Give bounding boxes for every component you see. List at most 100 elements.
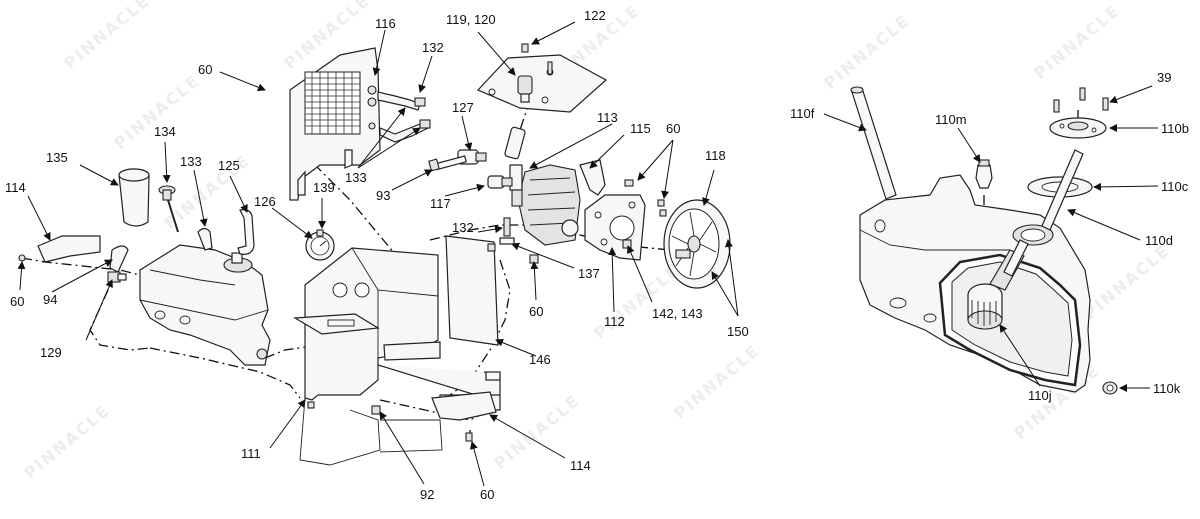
- callout-label: 127: [452, 100, 474, 115]
- assembly-path: [149, 347, 301, 399]
- pressure-gauge-139: [305, 229, 335, 261]
- callout-label: 110c: [1161, 179, 1189, 194]
- callout-label: 139: [313, 180, 335, 195]
- watermark-text: PINNACLE: [1080, 241, 1173, 324]
- callout-label: 150: [727, 324, 749, 339]
- screw: [371, 405, 381, 415]
- callout-label: 60: [480, 487, 494, 502]
- callout-label: 114: [570, 458, 591, 473]
- watermark-text: PINNACLE: [670, 341, 763, 424]
- screw: [547, 61, 553, 75]
- assembly-path: [21, 257, 141, 276]
- radiator-shroud: [289, 47, 381, 201]
- screw: [487, 243, 496, 252]
- valve-part: [517, 75, 533, 103]
- bolt-93: [428, 155, 467, 172]
- watermark-text: PINNACLE: [820, 11, 913, 94]
- bracket-tab: [485, 371, 501, 381]
- dipstick-134: [158, 185, 179, 233]
- callout-label: 110d: [1145, 233, 1173, 248]
- screw: [1079, 87, 1086, 101]
- callout-label: 132: [422, 40, 444, 55]
- screw: [1102, 97, 1109, 111]
- callout-label: 60: [10, 294, 24, 309]
- callout-label: 110m: [935, 112, 967, 127]
- callout-label: 129: [40, 345, 62, 360]
- screw: [465, 432, 473, 442]
- fitting-117: [487, 175, 513, 189]
- callout-label: 110j: [1028, 388, 1052, 403]
- callout-label: 146: [529, 352, 551, 367]
- watermark-text: PINNACLE: [1030, 1, 1123, 84]
- callout-label: 133: [345, 170, 367, 185]
- screw: [503, 217, 511, 237]
- screw: [1053, 99, 1060, 113]
- cap-110b: [1049, 117, 1107, 139]
- tank-assembly: [850, 86, 1118, 395]
- pump-assembly: [504, 126, 581, 246]
- filter-135: [118, 168, 150, 227]
- callout-label: 135: [46, 150, 68, 165]
- watermark-text: PINNACLE: [110, 71, 203, 154]
- mounting-plate-112: [584, 194, 646, 261]
- leader-lines: [17, 21, 1159, 487]
- callout-label: 111: [241, 446, 261, 461]
- callout-label: 113: [597, 110, 618, 125]
- cover-plate-146: [445, 235, 499, 346]
- screw: [622, 239, 632, 249]
- fitting-110m: [975, 159, 993, 189]
- fill-tube-110f: [850, 86, 897, 200]
- callout-label: 110b: [1161, 121, 1189, 136]
- callout-labels: 116 119, 120 122 60 132 127 113 115 60 1…: [5, 8, 1189, 502]
- pulley-118: [663, 199, 731, 289]
- callout-label: 142, 143: [652, 306, 703, 321]
- callout-label: 60: [529, 304, 543, 319]
- callout-label: 125: [218, 158, 240, 173]
- callout-label: 118: [705, 148, 726, 163]
- screw: [18, 254, 26, 262]
- screw: [499, 237, 515, 245]
- callout-label: 116: [375, 16, 396, 31]
- callout-label: 137: [578, 266, 600, 281]
- fitting-129: [107, 271, 127, 283]
- callout-label: 117: [430, 196, 451, 211]
- hose-clamp: [419, 119, 431, 129]
- watermark-text: PINNACLE: [590, 261, 683, 344]
- top-bracket-plate: [476, 54, 608, 113]
- hose-clamp: [414, 97, 426, 107]
- callout-label: 60: [666, 121, 680, 136]
- callout-label: 112: [604, 314, 625, 329]
- watermark-text: PINNACLE: [60, 0, 153, 73]
- callout-label: 110k: [1153, 381, 1181, 396]
- callout-label: 122: [584, 8, 606, 23]
- screw: [624, 179, 634, 187]
- screw: [529, 254, 539, 264]
- hose: [377, 91, 421, 111]
- callout-label: 60: [198, 62, 212, 77]
- callout-label: 133: [180, 154, 202, 169]
- callout-label: 134: [154, 124, 176, 139]
- screw: [657, 199, 665, 207]
- hose-133: [197, 227, 213, 251]
- callout-label: 119, 120: [446, 12, 496, 27]
- hose-125: [237, 209, 255, 255]
- hose-94: [109, 245, 129, 273]
- screw: [521, 43, 529, 53]
- pickup-tube-110d: [1041, 149, 1084, 231]
- assembly-path: [429, 224, 540, 241]
- callout-label: 115: [630, 121, 651, 136]
- main-assembly: [18, 43, 731, 466]
- callout-label: 114: [5, 180, 26, 195]
- callout-label: 39: [1157, 70, 1171, 85]
- callout-label: 126: [254, 194, 276, 209]
- screw: [307, 401, 315, 409]
- screw: [659, 209, 667, 217]
- callout-label: 94: [43, 292, 57, 307]
- watermark-text: PINNACLE: [20, 401, 113, 484]
- oil-reservoir: [139, 244, 271, 366]
- bracket-114: [431, 391, 497, 421]
- callout-label: 110f: [790, 106, 815, 121]
- pickup-tube-110d-lower: [1003, 239, 1029, 277]
